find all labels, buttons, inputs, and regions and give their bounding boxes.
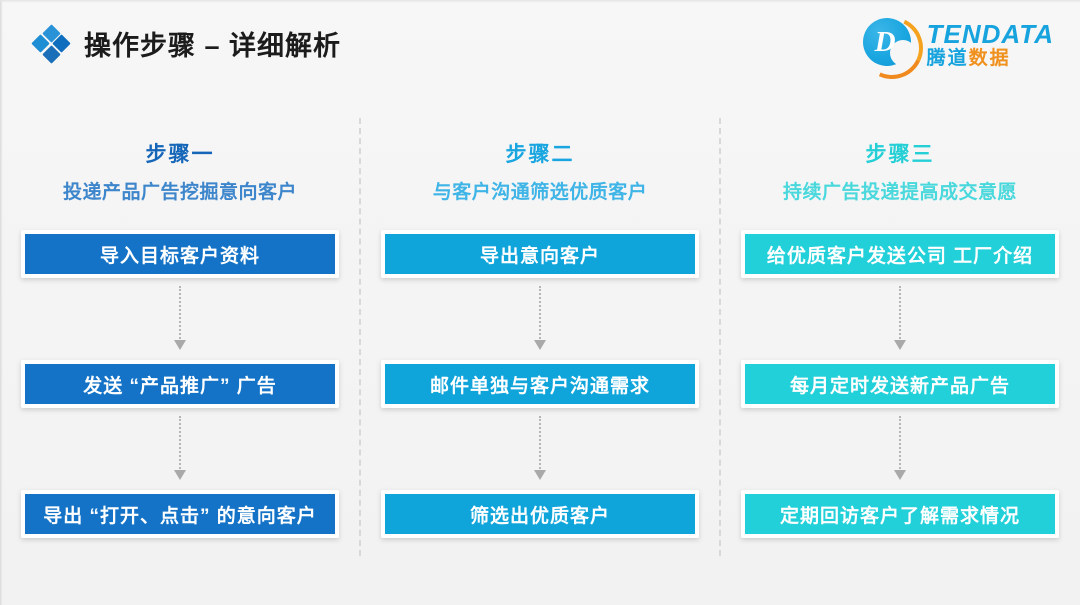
arrow-connector-1-2 bbox=[173, 408, 187, 490]
step-box-1-2[interactable]: 发送 “产品推广” 广告 bbox=[21, 360, 339, 408]
tendata-logo-mark-icon: D bbox=[851, 8, 932, 88]
tendata-logo: D TENDATA 腾道数据 bbox=[851, 8, 1054, 88]
arrow-connector-1-1 bbox=[173, 278, 187, 360]
arrow-connector-2-1 bbox=[533, 278, 547, 360]
column-divider-2 bbox=[719, 118, 721, 556]
step-title-3: 步骤三 bbox=[865, 143, 935, 166]
step-column-3: 步骤三 持续广告投递提高成交意愿 给优质客户发送公司 工厂介绍 每月定时发送新产… bbox=[720, 118, 1080, 578]
left-edge-shade bbox=[0, 0, 3, 605]
step-box-2-3[interactable]: 筛选出优质客户 bbox=[381, 490, 699, 538]
logo-wordmark: TENDATA bbox=[926, 19, 1054, 49]
step-box-1-3[interactable]: 导出 “打开、点击” 的意向客户 bbox=[21, 490, 339, 538]
arrow-connector-3-2 bbox=[893, 408, 907, 490]
arrow-connector-3-1 bbox=[893, 278, 907, 360]
step-description-1: 投递产品广告挖掘意向客户 bbox=[62, 182, 297, 203]
arrow-head-icon bbox=[534, 470, 546, 480]
top-edge-shade bbox=[0, 0, 1080, 3]
arrow-connector-2-2 bbox=[533, 408, 547, 490]
step-title-2: 步骤二 bbox=[505, 143, 575, 166]
step-box-2-2[interactable]: 邮件单独与客户沟通需求 bbox=[381, 360, 699, 408]
logo-cn-blue: 腾道 bbox=[926, 48, 969, 69]
arrow-head-icon bbox=[894, 340, 906, 350]
arrow-head-icon bbox=[174, 340, 186, 350]
logo-cn-orange: 数据 bbox=[968, 48, 1011, 69]
arrow-head-icon bbox=[174, 470, 186, 480]
column-divider-1 bbox=[359, 118, 361, 556]
step-column-1: 步骤一 投递产品广告挖掘意向客户 导入目标客户资料 发送 “产品推广” 广告 导… bbox=[0, 118, 360, 578]
steps-container: 步骤一 投递产品广告挖掘意向客户 导入目标客户资料 发送 “产品推广” 广告 导… bbox=[0, 118, 1080, 578]
step-box-1-1[interactable]: 导入目标客户资料 bbox=[21, 230, 339, 278]
step-description-3: 持续广告投递提高成交意愿 bbox=[782, 182, 1017, 203]
step-box-3-3[interactable]: 定期回访客户了解需求情况 bbox=[741, 490, 1059, 538]
slide-header: 操作步骤 – 详细解析 bbox=[31, 23, 342, 64]
page-title: 操作步骤 – 详细解析 bbox=[84, 31, 342, 61]
logo-chinese-name: 腾道数据 bbox=[927, 49, 1054, 69]
step-title-1: 步骤一 bbox=[145, 143, 215, 166]
step-box-3-1[interactable]: 给优质客户发送公司 工厂介绍 bbox=[741, 230, 1059, 278]
step-box-2-1[interactable]: 导出意向客户 bbox=[381, 230, 699, 278]
step-description-2: 与客户沟通筛选优质客户 bbox=[432, 182, 648, 203]
step-column-2: 步骤二 与客户沟通筛选优质客户 导出意向客户 邮件单独与客户沟通需求 筛选出优质… bbox=[360, 118, 720, 578]
logo-letter: D bbox=[874, 26, 896, 58]
logo-text: TENDATA 腾道数据 bbox=[927, 21, 1054, 69]
arrow-head-icon bbox=[894, 470, 906, 480]
arrow-head-icon bbox=[534, 340, 546, 350]
step-box-3-2[interactable]: 每月定时发送新产品广告 bbox=[741, 360, 1059, 408]
diamond-cluster-icon bbox=[31, 23, 71, 64]
